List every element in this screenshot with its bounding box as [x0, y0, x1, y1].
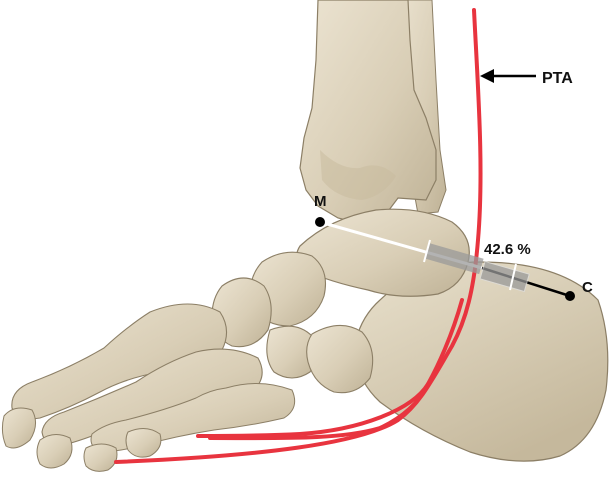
point-m-marker: [315, 217, 325, 227]
point-m-label: M: [314, 193, 327, 210]
phalanx-bone-3: [84, 444, 117, 471]
left-arrow-icon: [480, 69, 536, 83]
pta-label: PTA: [542, 70, 573, 87]
point-c-marker: [565, 291, 575, 301]
phalanx-bone-1: [2, 408, 35, 448]
point-c-label: C: [582, 279, 593, 296]
phalanx-bone-2: [37, 434, 72, 468]
cuboid-bone: [307, 325, 373, 392]
ratio-label: 42.6 %: [484, 241, 531, 258]
phalanx-bone-4: [126, 428, 161, 457]
